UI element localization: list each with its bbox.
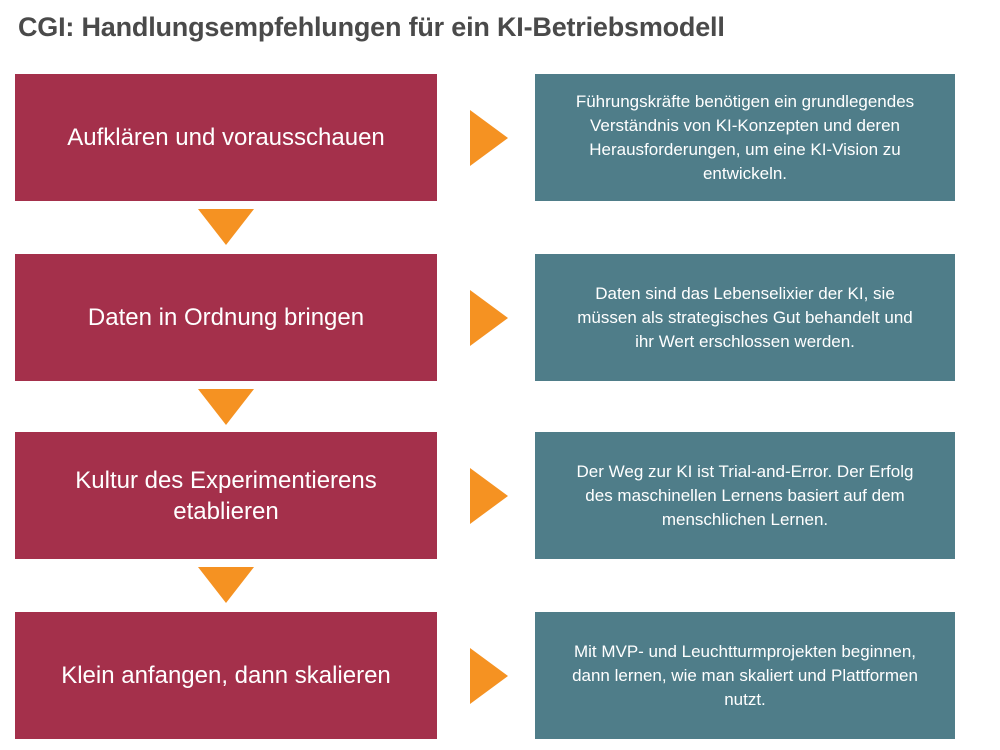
step-box-4: Klein anfangen, dann skalieren [15, 612, 437, 739]
step-label: Aufklären und vorausschauen [67, 124, 385, 151]
description-text: Der Weg zur KI ist Trial-and-Error. Der … [576, 461, 914, 529]
step-box-3: Kultur des Experimentierens etablieren [15, 432, 437, 559]
arrow-right-icon [470, 648, 508, 704]
arrow-down-icon [198, 567, 254, 603]
description-box-1: Führungskräfte benötigen ein grundlegend… [535, 74, 955, 201]
step-label: Klein anfangen, dann skalieren [61, 662, 391, 689]
description-box-4: Mit MVP- und Leuchtturmprojekten beginne… [535, 612, 955, 739]
step-box-1: Aufklären und vorausschauen [15, 74, 437, 201]
description-text: Daten sind das Lebenselixier der KI, sie… [577, 283, 913, 351]
arrow-down-icon [198, 389, 254, 425]
step-label: Kultur des Experimentierens etablieren [75, 466, 377, 525]
arrow-right-icon [470, 290, 508, 346]
page-title: CGI: Handlungsempfehlungen für ein KI-Be… [18, 12, 725, 42]
description-text: Mit MVP- und Leuchtturmprojekten beginne… [572, 641, 918, 709]
arrow-right-icon [470, 110, 508, 166]
step-box-2: Daten in Ordnung bringen [15, 254, 437, 381]
step-label: Daten in Ordnung bringen [87, 304, 365, 331]
arrow-down-icon [198, 209, 254, 245]
description-text: Führungskräfte benötigen ein grundlegend… [575, 91, 915, 183]
description-box-2: Daten sind das Lebenselixier der KI, sie… [535, 254, 955, 381]
arrow-right-icon [470, 468, 508, 524]
description-box-3: Der Weg zur KI ist Trial-and-Error. Der … [535, 432, 955, 559]
